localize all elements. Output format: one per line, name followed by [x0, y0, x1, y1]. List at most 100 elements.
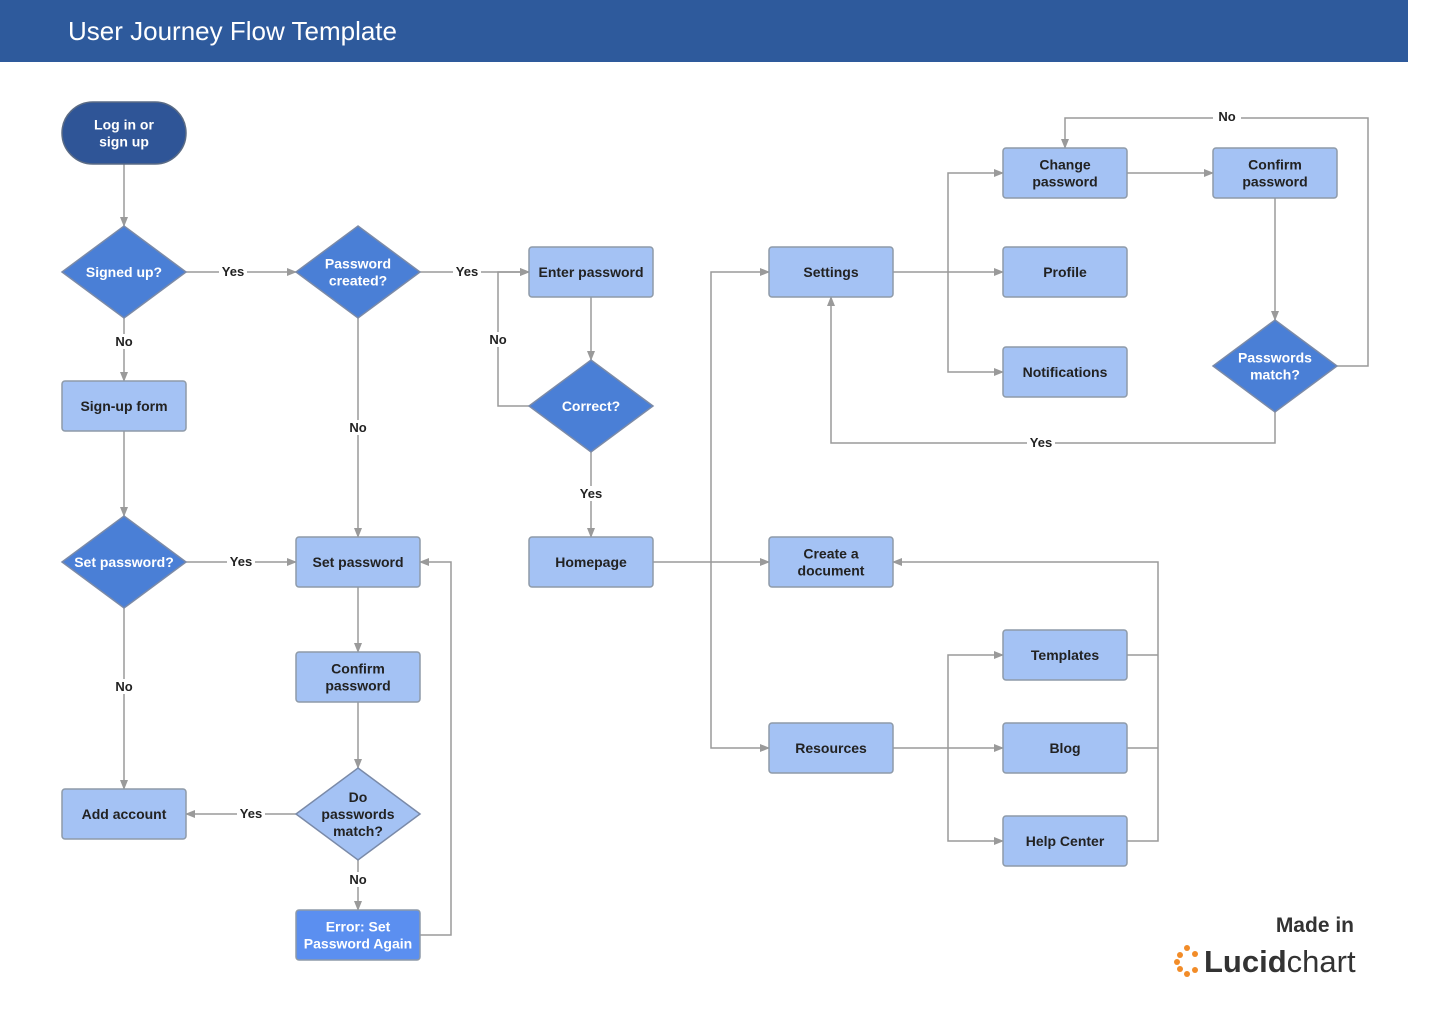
edge-label-correct-no: No — [489, 332, 506, 347]
edge-label-bg — [453, 264, 481, 279]
edge-label-bg — [577, 486, 605, 501]
node-set-pwd-q-label: Set password? — [74, 554, 174, 570]
lucidchart-wordmark: Lucidchart — [1204, 944, 1356, 979]
edge-res-templates — [947, 651, 1004, 748]
node-pwds-match-label: Passwords — [1238, 350, 1312, 366]
edge-label-bg — [1027, 435, 1055, 450]
node-login-label: Log in or — [94, 117, 154, 133]
node-signed-up-label: Signed up? — [86, 264, 162, 280]
node-resources: Resources — [768, 722, 894, 774]
node-help-center-label: Help Center — [1026, 833, 1105, 849]
edge-label-setq-no: No — [115, 679, 132, 694]
node-blog-label: Blog — [1049, 740, 1080, 756]
node-profile: Profile — [1002, 246, 1128, 298]
node-set-pwd-q: Set password? — [60, 515, 188, 609]
edge-help-back — [892, 558, 1159, 842]
page-title: User Journey Flow Template — [68, 16, 397, 46]
edge-home-up — [710, 268, 770, 562]
node-resources-label: Resources — [795, 740, 867, 756]
edge-label-bg — [110, 334, 138, 349]
edge-label-created-no: No — [349, 420, 366, 435]
node-templates: Templates — [1002, 629, 1128, 681]
node-do-match-label: Do — [349, 789, 368, 805]
edge-label-correct-yes: Yes — [580, 486, 602, 501]
edge-label-bg — [344, 420, 372, 435]
node-create-doc-label: Create a — [803, 546, 858, 562]
edge-pm-no — [1061, 117, 1369, 367]
edge-label-pm-yes: Yes — [1030, 435, 1052, 450]
node-set-pwd-label: Set password — [312, 554, 403, 570]
node-add-account-label: Add account — [82, 806, 167, 822]
node-enter-pwd: Enter password — [528, 246, 654, 298]
edge-settings-change — [947, 169, 1004, 272]
node-templates-label: Templates — [1031, 647, 1099, 663]
edge-label-bg — [219, 264, 247, 279]
edge-label-bg — [344, 872, 372, 887]
node-settings-label: Settings — [803, 264, 858, 280]
node-settings: Settings — [768, 246, 894, 298]
edge-res-help — [947, 748, 1004, 845]
node-pwd-created-label: Password — [325, 256, 391, 272]
node-blog: Blog — [1002, 722, 1128, 774]
node-profile-label: Profile — [1043, 264, 1087, 280]
node-signup-form-label: Sign-up form — [80, 398, 167, 414]
node-signed-up: Signed up? — [60, 225, 188, 319]
header-bar: User Journey Flow Template — [0, 0, 1408, 62]
node-signup-form: Sign-up form — [61, 380, 187, 432]
node-correct: Correct? — [527, 359, 655, 453]
edge-label-pm-no: No — [1218, 109, 1235, 124]
edge-label-bg — [484, 332, 512, 347]
node-notifications: Notifications — [1002, 346, 1128, 398]
edge-label-signed-no: No — [115, 334, 132, 349]
node-login-label: sign up — [99, 134, 149, 150]
node-confirm-pwd-left-label: Confirm — [331, 661, 385, 677]
edge-label-bg — [227, 554, 255, 569]
edge-label-signed-yes: Yes — [222, 264, 244, 279]
node-help-center: Help Center — [1002, 815, 1128, 867]
edge-label-match-yes: Yes — [240, 806, 262, 821]
node-confirm-pwd-right-label: Confirm — [1248, 157, 1302, 173]
node-error-label: Error: Set — [326, 919, 391, 935]
node-enter-pwd-label: Enter password — [538, 264, 643, 280]
edge-home-down — [710, 562, 770, 752]
edge-error-loop — [419, 558, 452, 936]
edge-settings-notif — [947, 272, 1004, 376]
node-set-pwd: Set password — [295, 536, 421, 588]
node-confirm-pwd-left-label: password — [325, 678, 390, 694]
lucidchart-logo: Lucidchart — [1174, 944, 1356, 979]
edge-label-created-yes: Yes — [456, 264, 478, 279]
made-in-label: Made in — [1275, 914, 1354, 937]
node-error-label: Password Again — [304, 936, 412, 952]
node-pwds-match-label: match? — [1250, 367, 1300, 383]
lucidchart-logo-icon — [1174, 945, 1198, 977]
node-homepage-label: Homepage — [555, 554, 627, 570]
node-change-pwd-label: Change — [1039, 157, 1091, 173]
node-confirm-pwd-right-label: password — [1242, 174, 1307, 190]
edge-label-match-no: No — [349, 872, 366, 887]
node-correct-label: Correct? — [562, 398, 620, 414]
edge-label-bg — [110, 679, 138, 694]
node-notifications-label: Notifications — [1023, 364, 1108, 380]
node-pwd-created-label: created? — [329, 273, 387, 289]
node-create-doc-label: document — [798, 563, 865, 579]
node-do-match-label: match? — [333, 823, 383, 839]
edge-label-bg — [237, 806, 265, 821]
node-do-match-label: passwords — [321, 806, 394, 822]
edge-label-setq-yes: Yes — [230, 554, 252, 569]
node-change-pwd-label: password — [1032, 174, 1097, 190]
node-homepage: Homepage — [528, 536, 654, 588]
node-add-account: Add account — [61, 788, 187, 840]
edge-label-bg — [1213, 109, 1241, 124]
